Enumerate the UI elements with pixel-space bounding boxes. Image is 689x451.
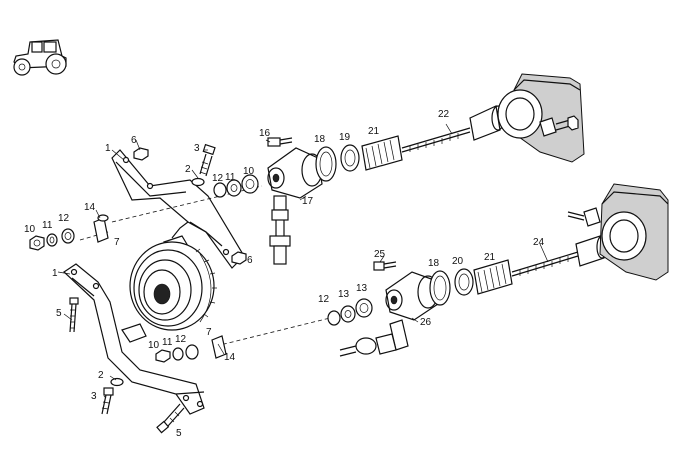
top-bolt-set [133,143,216,187]
callout-17: 17 [302,196,314,207]
callout-11-bot: 11 [162,337,173,348]
lower-housing [567,183,669,281]
callout-6-right: 6 [247,255,253,266]
callout-2-bot: 2 [98,370,104,381]
callout-10-top: 10 [243,166,255,177]
callout-labels: 1 6 3 2 12 11 10 16 17 18 19 21 22 14 10… [24,109,545,439]
callout-10-bot: 10 [148,340,160,351]
callout-3-top: 3 [194,143,200,154]
callout-13-b: 13 [356,283,368,294]
callout-11-top: 11 [225,172,236,183]
callout-11-left: 11 [42,220,53,231]
callout-18-top: 18 [314,134,326,145]
callout-10-left: 10 [24,224,36,235]
lower-injector-assembly [327,235,608,357]
upper-housing [497,73,585,163]
callout-3-bot: 3 [91,391,97,402]
callout-12-right: 12 [318,294,330,305]
callout-5-bot: 5 [176,428,182,439]
callout-14-bot: 14 [224,352,236,363]
callout-18-bot: 18 [428,258,440,269]
left-fastener-set [29,214,109,251]
callout-7-bot: 7 [206,327,212,338]
callout-21-top: 21 [368,126,380,137]
callout-24: 24 [533,237,545,248]
callout-1-top: 1 [105,143,111,154]
axis-line-lower [215,317,331,347]
callout-26: 26 [420,317,432,328]
callout-22: 22 [438,109,450,120]
callout-12-bot: 12 [175,334,187,345]
callout-2-top: 2 [185,164,191,175]
callout-20: 20 [452,256,464,267]
callout-19: 19 [339,132,351,143]
upper-injector-assembly [213,105,505,265]
callout-14-left: 14 [84,202,96,213]
callout-25: 25 [374,249,386,260]
nut-right [231,251,247,265]
callout-12-left: 12 [58,213,70,224]
bolt-left [69,297,79,333]
bottom-fastener-set [101,335,227,434]
callout-6-top: 6 [131,135,137,146]
tractor-icon [13,39,67,76]
flywheel-assembly [129,241,217,331]
callout-12-top: 12 [212,173,224,184]
leader-lines [57,123,549,399]
callout-16: 16 [259,128,271,139]
callout-1-mid: 1 [52,268,58,279]
callout-5-left: 5 [56,308,62,319]
callout-13-a: 13 [338,289,350,300]
callout-21-bot: 21 [484,252,496,263]
callout-7-left: 7 [114,237,120,248]
